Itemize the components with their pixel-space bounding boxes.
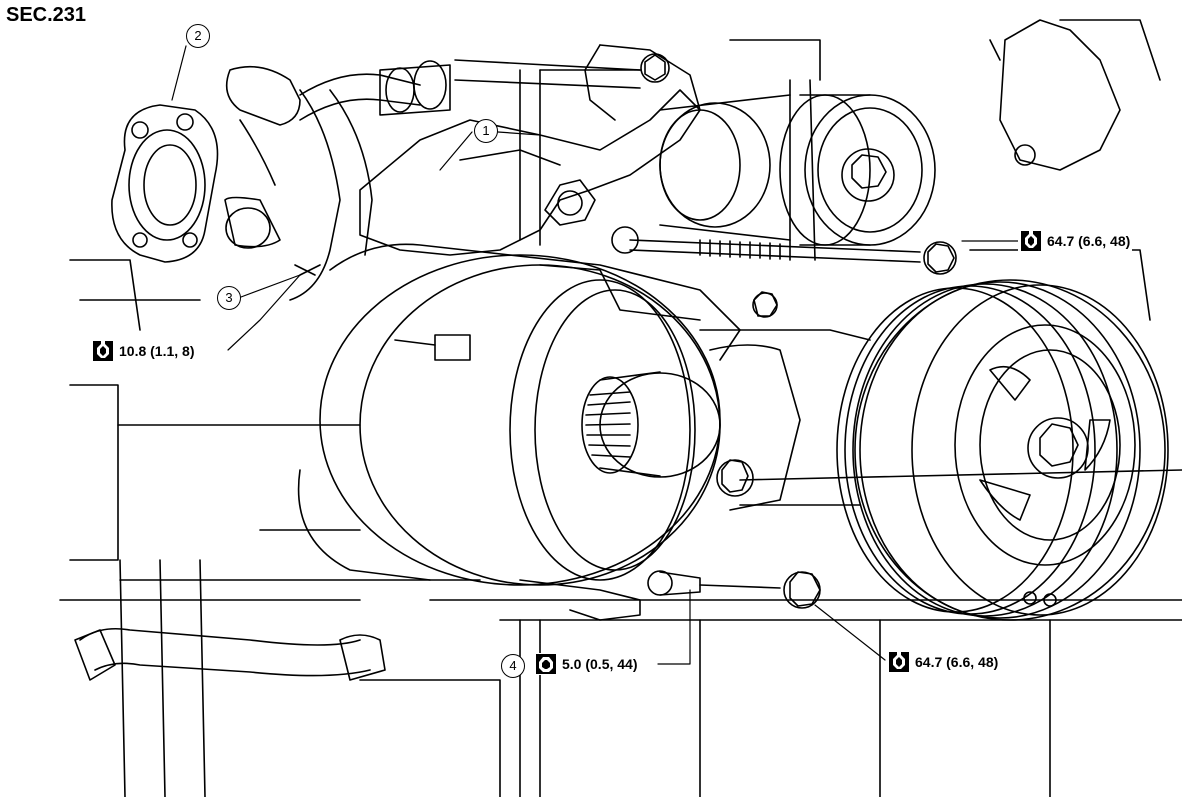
timing-cover-outline (989, 19, 1161, 171)
torque-wrench-solid-icon (536, 654, 556, 674)
callout-3: 3 (217, 286, 241, 310)
coolant-outlet-flange (111, 104, 219, 263)
bottom-bolts (294, 264, 821, 609)
callout-2: 2 (186, 24, 210, 48)
torque-value-1: 10.8 (1.1, 8) (119, 343, 195, 359)
torque-value-4: 64.7 (6.6, 48) (915, 654, 999, 670)
engine-block-outline (59, 39, 1182, 797)
section-label: SEC.231 (6, 4, 87, 26)
torque-label-callout-4: 5.0 (0.5, 44) (533, 653, 640, 675)
callout-1: 1 (474, 119, 498, 143)
torque-label-callout-3: 10.8 (1.1, 8) (90, 340, 197, 362)
leader-lines (171, 45, 1021, 665)
callout-4: 4 (501, 654, 525, 678)
torque-label-lower-bolt: 64.7 (6.6, 48) (886, 651, 1001, 673)
alternator-pulley (581, 371, 721, 478)
adjusting-bolt (544, 179, 957, 318)
crankshaft-pulley (836, 279, 1169, 621)
lower-hose (74, 627, 386, 681)
alternator-body (297, 243, 871, 621)
torque-wrench-icon (1021, 231, 1041, 251)
torque-value-2: 64.7 (6.6, 48) (1047, 233, 1131, 249)
idler-pulleys (659, 94, 936, 246)
coolant-hoses (224, 59, 641, 301)
torque-wrench-icon (889, 652, 909, 672)
torque-value-3: 5.0 (0.5, 44) (562, 656, 638, 672)
torque-label-adjusting-bolt: 64.7 (6.6, 48) (1018, 230, 1133, 252)
torque-wrench-icon (93, 341, 113, 361)
alternator-bracket (359, 44, 701, 256)
